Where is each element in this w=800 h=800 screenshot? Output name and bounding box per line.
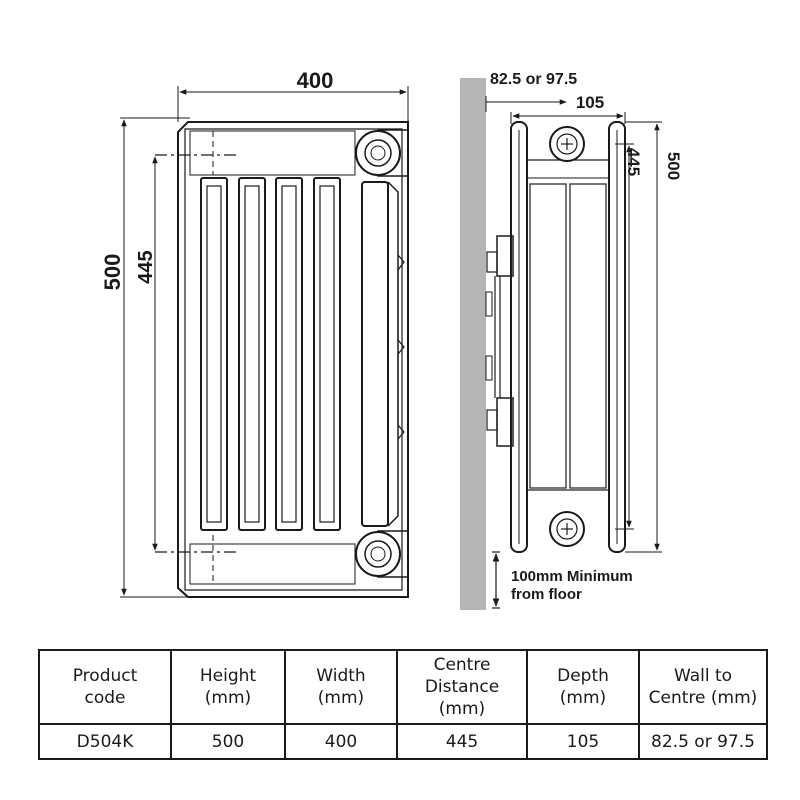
front-fin-3 (275, 177, 303, 531)
side-bottom-connection (549, 511, 585, 547)
header-product-code: Product code (38, 649, 172, 725)
front-height-label: 500 (100, 254, 125, 291)
cell-centre-distance: 445 (396, 723, 528, 760)
side-top-connection (549, 126, 585, 162)
cell-width: 400 (284, 723, 398, 760)
header-width-text: Width (mm) (316, 666, 366, 708)
front-fin-2 (238, 177, 266, 531)
header-depth: Depth (mm) (526, 649, 640, 725)
side-depth-label: 105 (576, 93, 604, 112)
front-top-connection (355, 129, 409, 177)
cell-height: 500 (170, 723, 286, 760)
side-wall-dimension (485, 96, 567, 112)
floor-note-line1: 100mm Minimum (511, 568, 633, 585)
front-centre-label: 445 (135, 250, 157, 283)
header-height: Height (mm) (170, 649, 286, 725)
side-view (485, 121, 626, 553)
wall-bracket (485, 235, 514, 447)
cell-wall-to-centre: 82.5 or 97.5 (638, 723, 768, 760)
table-row: D504K 500 400 445 105 82.5 or 97.5 (38, 723, 768, 760)
spec-table-header-row: Product code Height (mm) Width (mm) Cent… (38, 649, 768, 725)
header-product-code-text: Product code (72, 666, 138, 708)
header-depth-text: Depth (mm) (557, 666, 609, 708)
side-wall-label: 82.5 or 97.5 (490, 71, 577, 88)
front-fin-4 (313, 177, 341, 531)
header-height-text: Height (mm) (199, 666, 257, 708)
front-height-dimension (120, 117, 190, 598)
floor-clearance-bracket (492, 551, 500, 609)
front-width-label: 400 (297, 68, 334, 93)
header-centre-distance: Centre Distance (mm) (396, 649, 528, 725)
side-height-label: 500 (664, 152, 683, 180)
cell-product-code: D504K (38, 723, 172, 760)
header-wall-to-centre-text: Wall to Centre (mm) (648, 666, 758, 708)
header-centre-distance-text: Centre Distance (mm) (424, 655, 500, 719)
side-panel-front (608, 121, 626, 553)
floor-note-line2: from floor (511, 586, 582, 603)
side-centre-dimension (615, 143, 634, 530)
side-centre-label: 445 (624, 148, 643, 176)
wall (460, 78, 486, 610)
header-wall-to-centre: Wall to Centre (mm) (638, 649, 768, 725)
cell-depth: 105 (526, 723, 640, 760)
radiator-dimension-drawing: 400 500 445 (100, 68, 683, 610)
side-depth-dimension (510, 112, 626, 124)
side-height-dimension (625, 121, 662, 553)
side-panel-rear (510, 121, 528, 553)
front-bottom-connection (355, 530, 409, 578)
spec-table: Product code Height (mm) Width (mm) Cent… (38, 649, 768, 760)
front-view (155, 121, 409, 598)
header-width: Width (mm) (284, 649, 398, 725)
front-fin-1 (200, 177, 228, 531)
front-width-dimension (177, 86, 409, 122)
